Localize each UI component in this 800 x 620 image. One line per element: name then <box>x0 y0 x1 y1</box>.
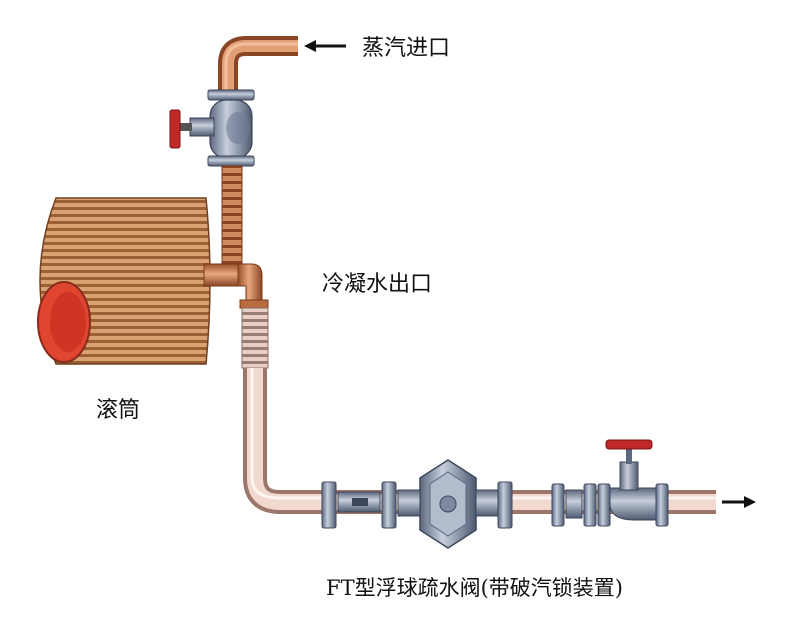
union-flange-pair <box>551 483 597 527</box>
steam-trap-label: FT型浮球疏水阀(带破汽锁装置) <box>326 576 623 600</box>
copper-coil-connector <box>221 165 243 265</box>
inlet-flange <box>321 481 337 529</box>
float-steam-trap <box>397 459 499 549</box>
handwheel-icon <box>169 109 181 149</box>
inlet-arrow-icon <box>304 40 346 52</box>
steam-inlet-pipe <box>218 36 298 92</box>
trap-inlet-flange <box>381 481 397 529</box>
drum <box>37 197 211 365</box>
inlet-stop-valve <box>178 89 255 167</box>
outlet-handwheel-icon <box>605 439 653 450</box>
flexible-hose <box>241 307 269 369</box>
condensate-pipe <box>243 368 716 514</box>
steam-inlet-label: 蒸汽进口 <box>362 36 451 61</box>
drum-outlet-elbow <box>203 263 269 309</box>
drum-label: 滚筒 <box>96 398 141 423</box>
outlet-arrow-icon <box>722 496 756 508</box>
strainer <box>337 491 381 513</box>
condensate-outlet-label: 冷凝水出口 <box>322 272 433 297</box>
trap-outlet-flange <box>497 481 513 529</box>
outlet-globe-valve <box>597 448 669 527</box>
